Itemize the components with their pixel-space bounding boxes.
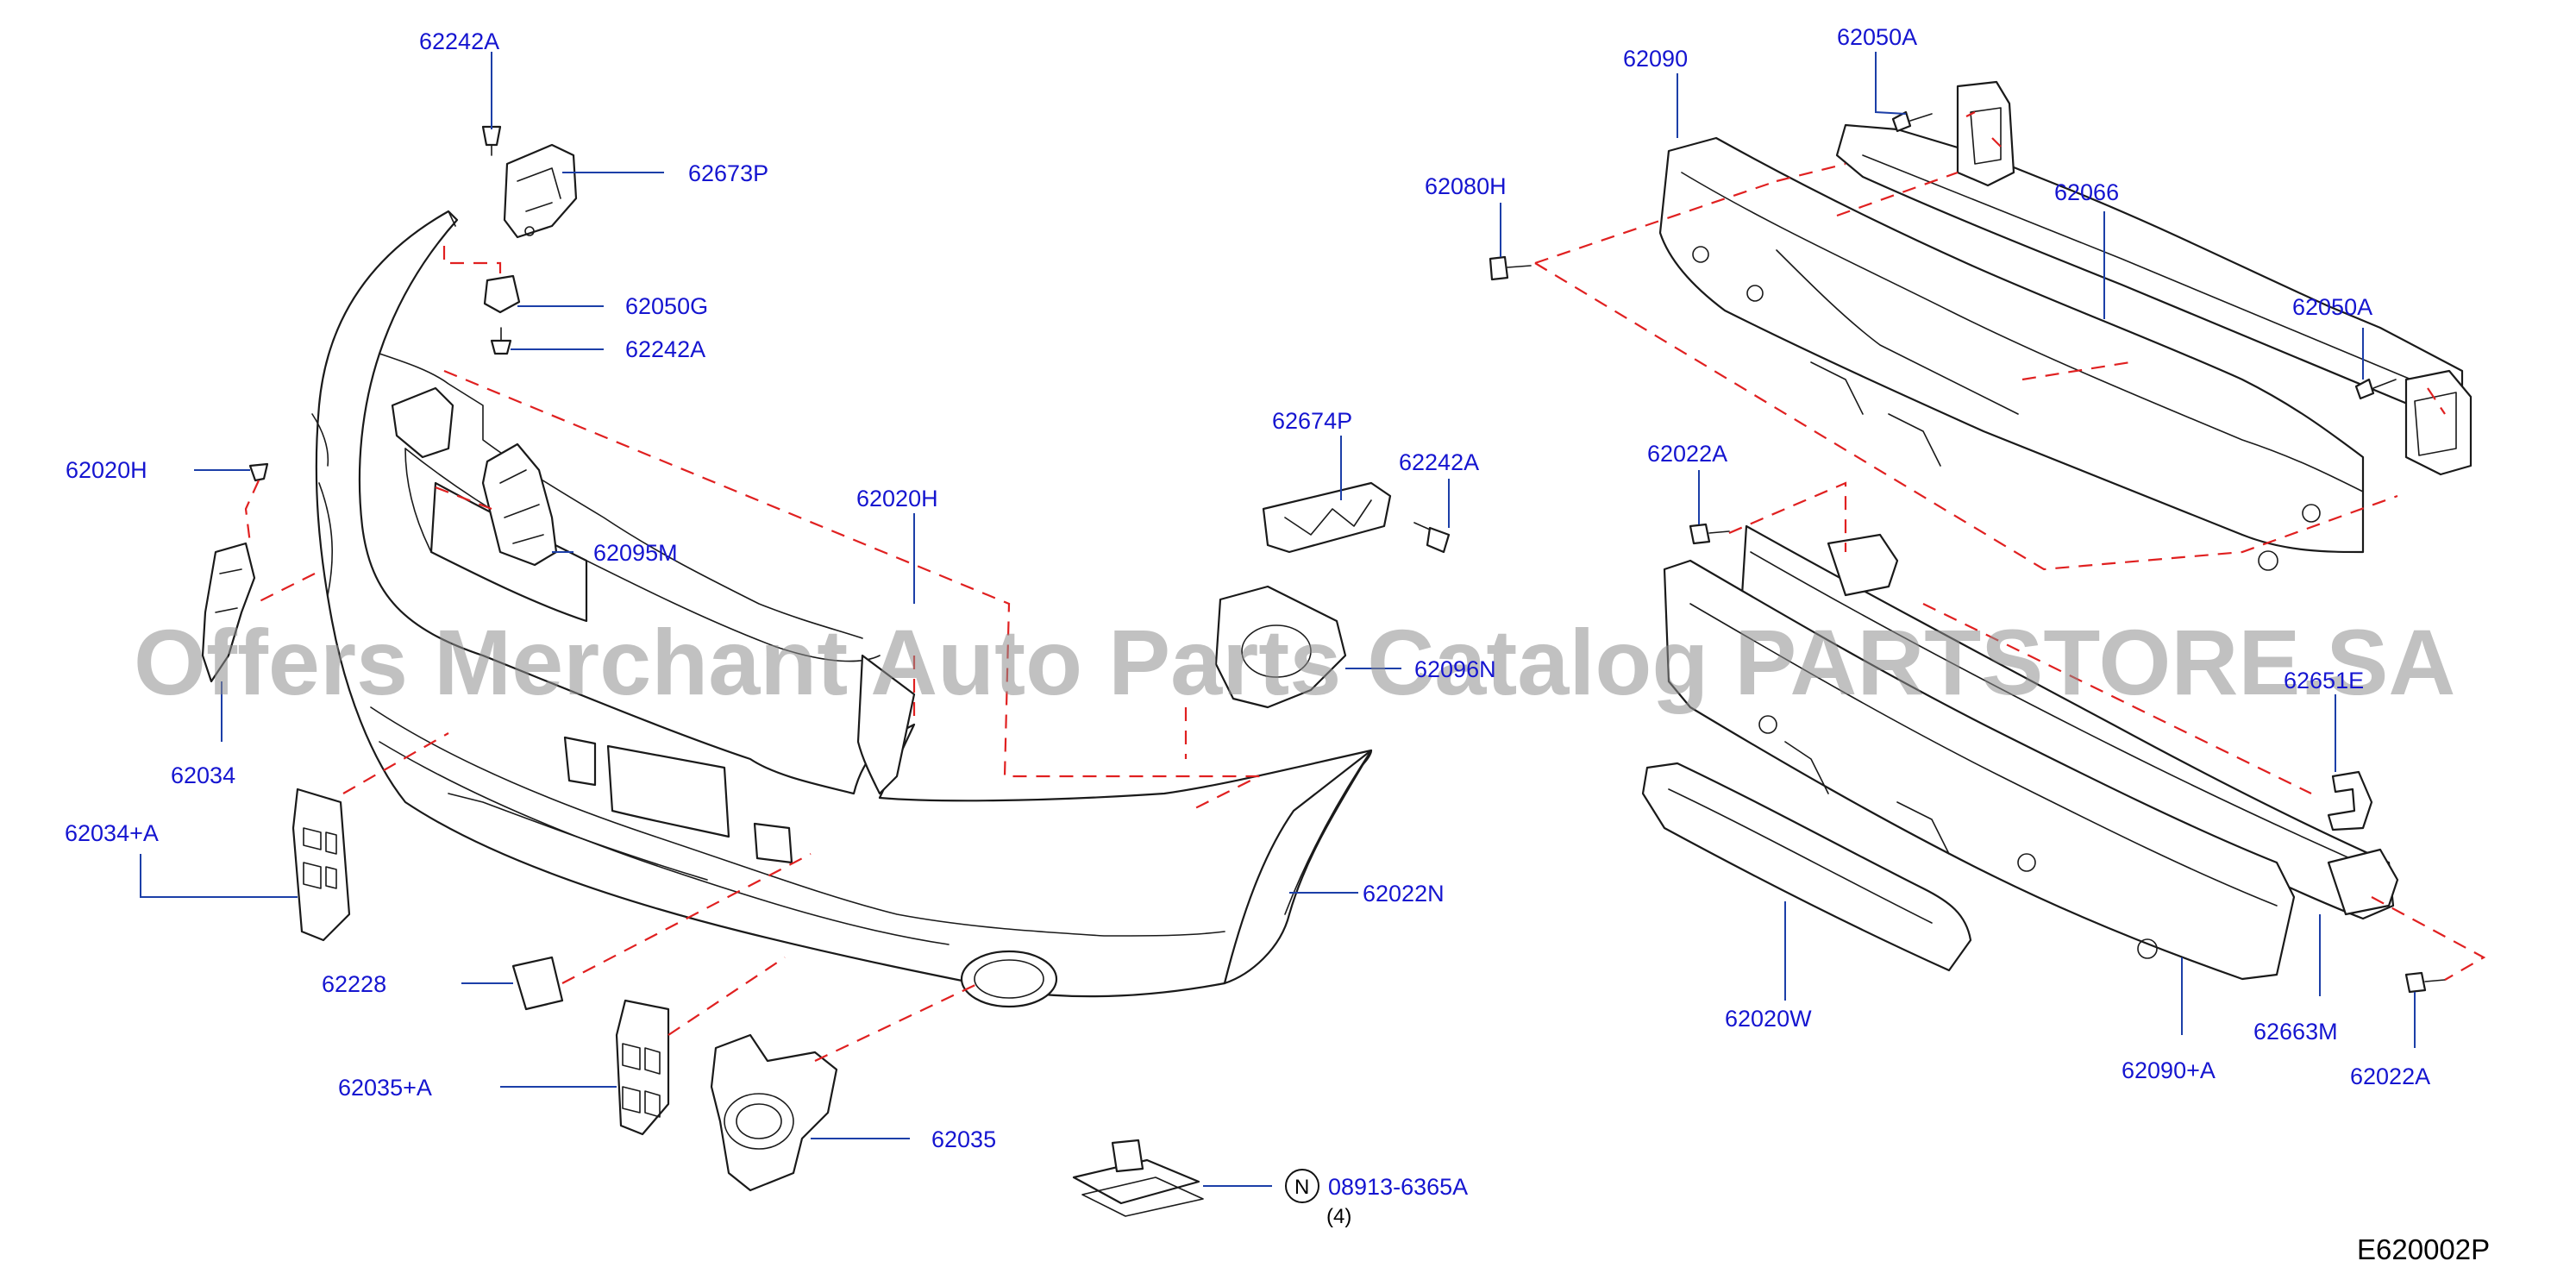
cap-62228[interactable] xyxy=(511,956,564,1011)
part-label-62674p[interactable]: 62674P xyxy=(1272,408,1352,434)
watermark-text: Offers Merchant Auto Parts Catalog PARTS… xyxy=(134,610,2455,714)
part-label-62034a[interactable]: 62034+A xyxy=(65,820,159,846)
plate-62020w[interactable] xyxy=(1641,762,1972,972)
part-label-62242a-mid[interactable]: 62242A xyxy=(625,336,705,362)
n-marker-letter: N xyxy=(1294,1176,1309,1199)
screw-62242a-top[interactable] xyxy=(481,125,502,156)
n-marker-circle xyxy=(1285,1169,1319,1203)
plate-62035a[interactable] xyxy=(615,999,670,1136)
part-label-62080h[interactable]: 62080H xyxy=(1425,173,1507,199)
bracket-62034[interactable] xyxy=(201,542,256,683)
part-quantity-08913: (4) xyxy=(1326,1205,1351,1228)
part-label-62096n[interactable]: 62096N xyxy=(1414,656,1496,682)
clip-62022a-bottom[interactable] xyxy=(2404,971,2446,994)
clip-62020h-left[interactable] xyxy=(248,462,269,482)
part-label-08913-6365a[interactable]: 08913-6365A xyxy=(1328,1174,1468,1200)
clip-08913-6365a[interactable] xyxy=(1072,1139,1204,1217)
part-label-62242a-right[interactable]: 62242A xyxy=(1399,449,1479,475)
bolt-62050a-right[interactable] xyxy=(2354,378,2397,400)
absorber-62090[interactable] xyxy=(1658,136,2365,571)
part-label-62066[interactable]: 62066 xyxy=(2054,179,2119,205)
part-label-62022a-top[interactable]: 62022A xyxy=(1647,441,1727,467)
part-label-62020h-center[interactable]: 62020H xyxy=(856,486,938,511)
part-label-62022n[interactable]: 62022N xyxy=(1363,881,1445,907)
bracket-62674p[interactable] xyxy=(1262,481,1392,554)
part-label-62035a[interactable]: 62035+A xyxy=(338,1075,432,1101)
part-label-62228[interactable]: 62228 xyxy=(322,971,386,997)
clip-62651e[interactable] xyxy=(2327,770,2373,831)
part-label-62020h-left[interactable]: 62020H xyxy=(66,457,147,483)
plate-62034a[interactable] xyxy=(291,787,351,942)
part-label-62022a-bottom[interactable]: 62022A xyxy=(2350,1064,2430,1089)
fog-bracket-62035[interactable] xyxy=(710,1033,838,1192)
part-label-62242a-top[interactable]: 62242A xyxy=(419,28,499,54)
bracket-62095m[interactable] xyxy=(481,442,558,567)
bracket-upper-left[interactable] xyxy=(391,386,454,459)
part-label-62090[interactable]: 62090 xyxy=(1623,46,1688,72)
clip-62022a-top[interactable] xyxy=(1689,523,1730,545)
diagram-code: E620002P xyxy=(2357,1233,2490,1265)
bracket-62096n[interactable] xyxy=(1214,585,1347,709)
molding-62022n[interactable] xyxy=(1284,750,1372,915)
part-label-62035[interactable]: 62035 xyxy=(931,1126,996,1152)
leader-lines xyxy=(140,52,2416,1187)
front-bumper-fascia[interactable] xyxy=(311,210,1373,1008)
part-label-62090a[interactable]: 62090+A xyxy=(2122,1057,2216,1083)
part-label-62673p[interactable]: 62673P xyxy=(688,160,768,186)
part-label-62651e[interactable]: 62651E xyxy=(2284,668,2364,693)
bolt-62080h[interactable] xyxy=(1489,255,1532,281)
absorber-62090a[interactable] xyxy=(1663,559,2296,981)
part-label-62050a-top[interactable]: 62050A xyxy=(1837,24,1917,50)
assembly-guide-lines xyxy=(244,111,2486,1062)
part-label-62095m[interactable]: 62095M xyxy=(593,540,678,566)
part-labels: 62242A 62673P 62050G 62242A 62020H 62095… xyxy=(65,24,2430,1228)
reinforcement-62066[interactable] xyxy=(1835,80,2473,476)
screw-62242a-right[interactable] xyxy=(1413,522,1451,554)
bracket-62673p[interactable] xyxy=(503,143,578,239)
part-label-62050a-right[interactable]: 62050A xyxy=(2292,294,2372,320)
bolt-62050a-top[interactable] xyxy=(1891,110,1933,133)
part-label-62034[interactable]: 62034 xyxy=(171,762,235,788)
part-label-62020w[interactable]: 62020W xyxy=(1725,1006,1812,1032)
clip-62050g[interactable] xyxy=(483,274,521,314)
screw-62242a-mid[interactable] xyxy=(490,327,512,355)
part-label-62663m[interactable]: 62663M xyxy=(2253,1019,2338,1045)
part-label-62050g[interactable]: 62050G xyxy=(625,293,708,319)
